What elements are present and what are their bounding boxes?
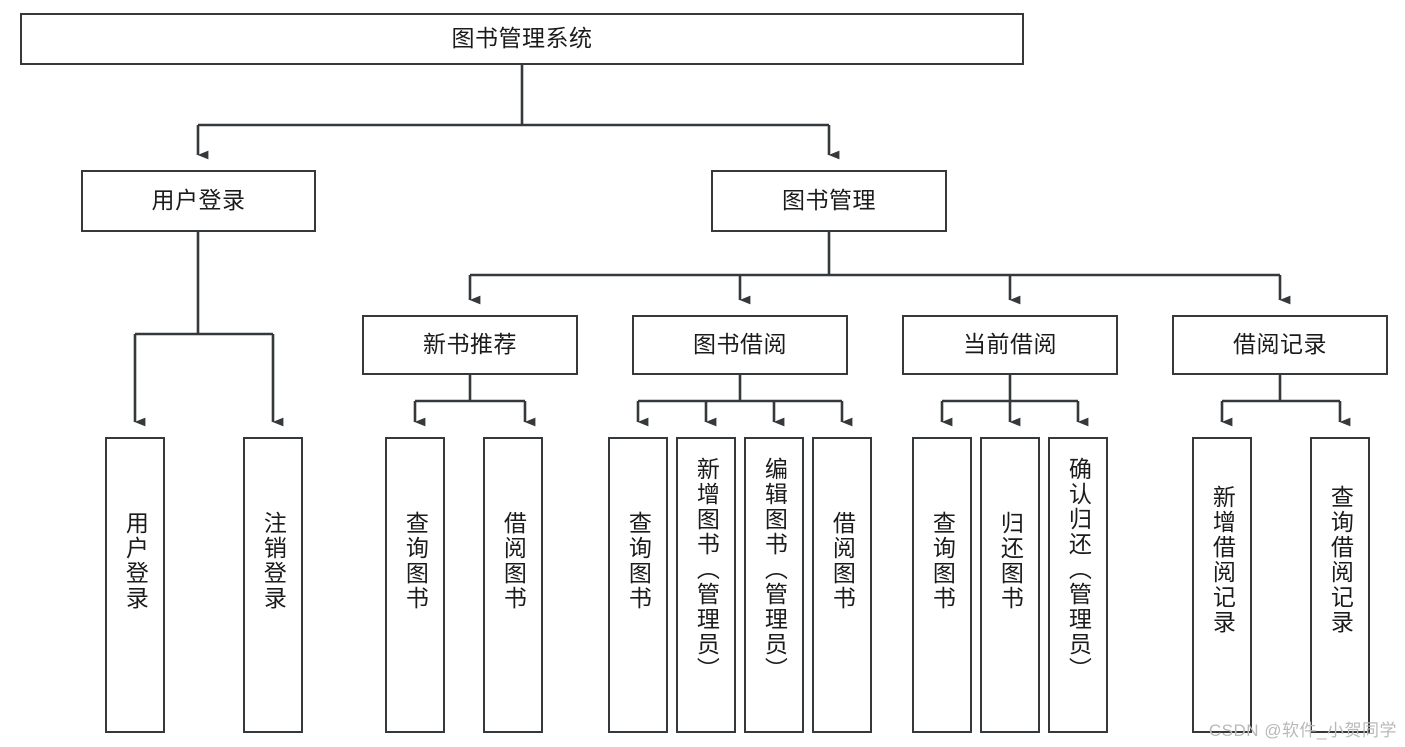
- node-leaf-return-book-label: 归还图书: [997, 511, 1024, 611]
- node-leaf-logout[interactable]: 注销登录: [243, 437, 303, 733]
- node-book-management-label: 图书管理: [782, 187, 876, 214]
- node-leaf-newbook-borrow-label: 借阅图书: [500, 511, 527, 611]
- node-book-borrow[interactable]: 图书借阅: [632, 315, 848, 375]
- node-leaf-edit-book-label: 编辑图书（管理员）: [761, 457, 788, 682]
- node-current-borrow[interactable]: 当前借阅: [902, 315, 1118, 375]
- node-leaf-confirm-return[interactable]: 确认归还（管理员）: [1048, 437, 1108, 733]
- node-leaf-borrow-query[interactable]: 查询图书: [608, 437, 668, 733]
- node-leaf-newbook-query-label: 查询图书: [402, 511, 429, 611]
- node-borrow-records[interactable]: 借阅记录: [1172, 315, 1388, 375]
- node-leaf-logout-label: 注销登录: [260, 511, 287, 611]
- node-borrow-records-label: 借阅记录: [1233, 331, 1327, 358]
- node-new-book-recommend[interactable]: 新书推荐: [362, 315, 578, 375]
- node-leaf-borrow-book-label: 借阅图书: [829, 511, 856, 611]
- node-leaf-current-query[interactable]: 查询图书: [912, 437, 972, 733]
- node-leaf-edit-book[interactable]: 编辑图书（管理员）: [744, 437, 804, 733]
- node-leaf-query-record-label: 查询借阅记录: [1327, 485, 1354, 635]
- node-leaf-query-record[interactable]: 查询借阅记录: [1310, 437, 1370, 733]
- node-leaf-current-query-label: 查询图书: [929, 511, 956, 611]
- node-user-login[interactable]: 用户登录: [81, 170, 316, 232]
- node-current-borrow-label: 当前借阅: [963, 331, 1057, 358]
- node-leaf-user-login[interactable]: 用户登录: [105, 437, 165, 733]
- node-leaf-newbook-borrow[interactable]: 借阅图书: [483, 437, 543, 733]
- node-book-management[interactable]: 图书管理: [711, 170, 947, 232]
- node-leaf-borrow-query-label: 查询图书: [625, 511, 652, 611]
- node-root-label: 图书管理系统: [451, 25, 593, 52]
- node-leaf-add-record[interactable]: 新增借阅记录: [1192, 437, 1252, 733]
- node-leaf-newbook-query[interactable]: 查询图书: [385, 437, 445, 733]
- node-leaf-confirm-return-label: 确认归还（管理员）: [1065, 457, 1092, 682]
- node-leaf-user-login-label: 用户登录: [122, 511, 149, 611]
- node-leaf-add-book[interactable]: 新增图书（管理员）: [676, 437, 736, 733]
- node-new-book-recommend-label: 新书推荐: [423, 331, 517, 358]
- node-leaf-add-book-label: 新增图书（管理员）: [693, 457, 720, 682]
- node-leaf-return-book[interactable]: 归还图书: [980, 437, 1040, 733]
- node-root[interactable]: 图书管理系统: [20, 13, 1024, 65]
- node-user-login-label: 用户登录: [151, 187, 246, 214]
- node-leaf-add-record-label: 新增借阅记录: [1209, 485, 1236, 635]
- node-leaf-borrow-book[interactable]: 借阅图书: [812, 437, 872, 733]
- node-book-borrow-label: 图书借阅: [693, 331, 787, 358]
